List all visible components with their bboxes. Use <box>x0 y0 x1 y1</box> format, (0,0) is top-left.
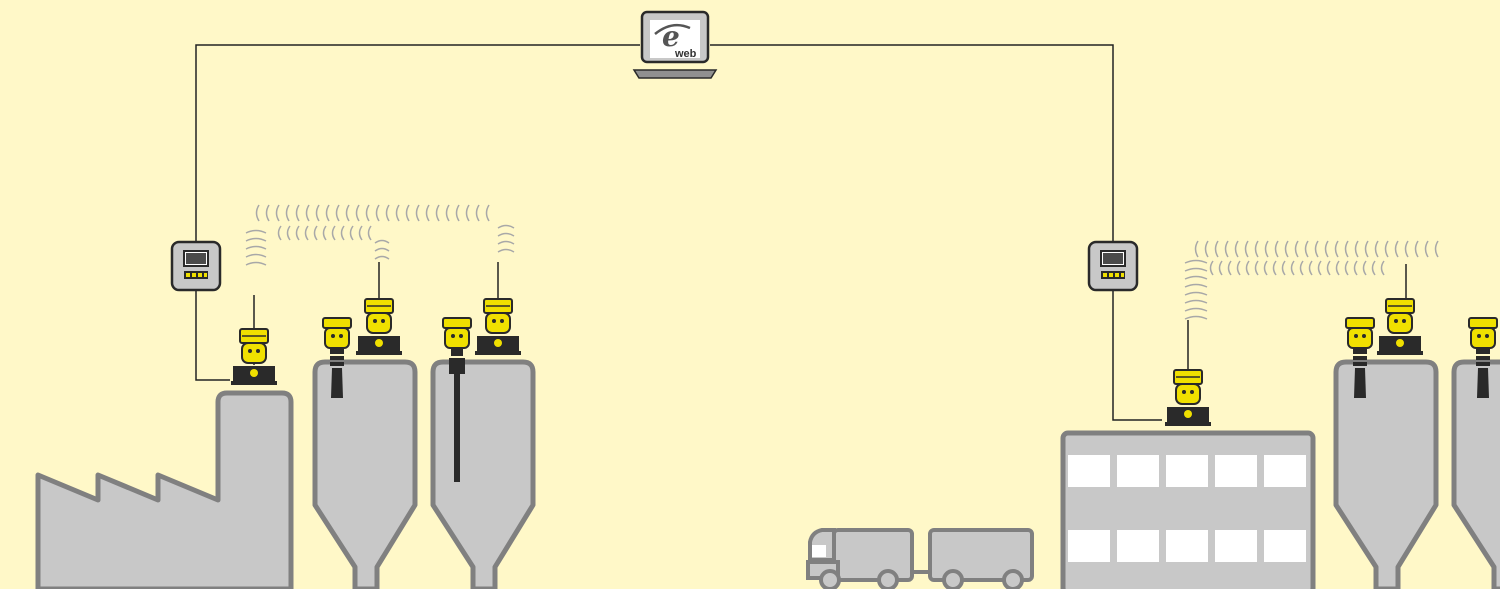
silo-right-1 <box>1333 359 1439 589</box>
network-cable <box>195 44 1162 421</box>
web-label: web <box>674 48 697 60</box>
internet-explorer-icon: e web <box>654 20 697 60</box>
display-unit-right[interactable] <box>1087 240 1139 292</box>
factory-building <box>35 390 294 589</box>
laptop[interactable]: e web <box>632 10 718 79</box>
silo-left-1 <box>312 359 418 589</box>
radar-sensor-warehouse[interactable] <box>1164 320 1212 427</box>
vibrating-level-switch-1[interactable] <box>322 317 352 399</box>
radar-sensor-factory[interactable] <box>230 295 278 386</box>
display-unit-left[interactable] <box>170 240 222 292</box>
silo-right-2 <box>1451 359 1500 589</box>
signal-waves-left <box>245 204 515 266</box>
warehouse-building <box>1060 430 1316 589</box>
truck-with-trailer <box>806 528 1034 589</box>
radar-sensor-silo-2[interactable] <box>474 262 522 356</box>
radar-sensor-silo-3[interactable] <box>1376 264 1424 356</box>
rod-probe[interactable] <box>442 317 472 482</box>
silo-left-2 <box>430 359 536 589</box>
signal-waves-right <box>1184 240 1439 320</box>
radar-sensor-silo-1[interactable] <box>355 262 403 356</box>
